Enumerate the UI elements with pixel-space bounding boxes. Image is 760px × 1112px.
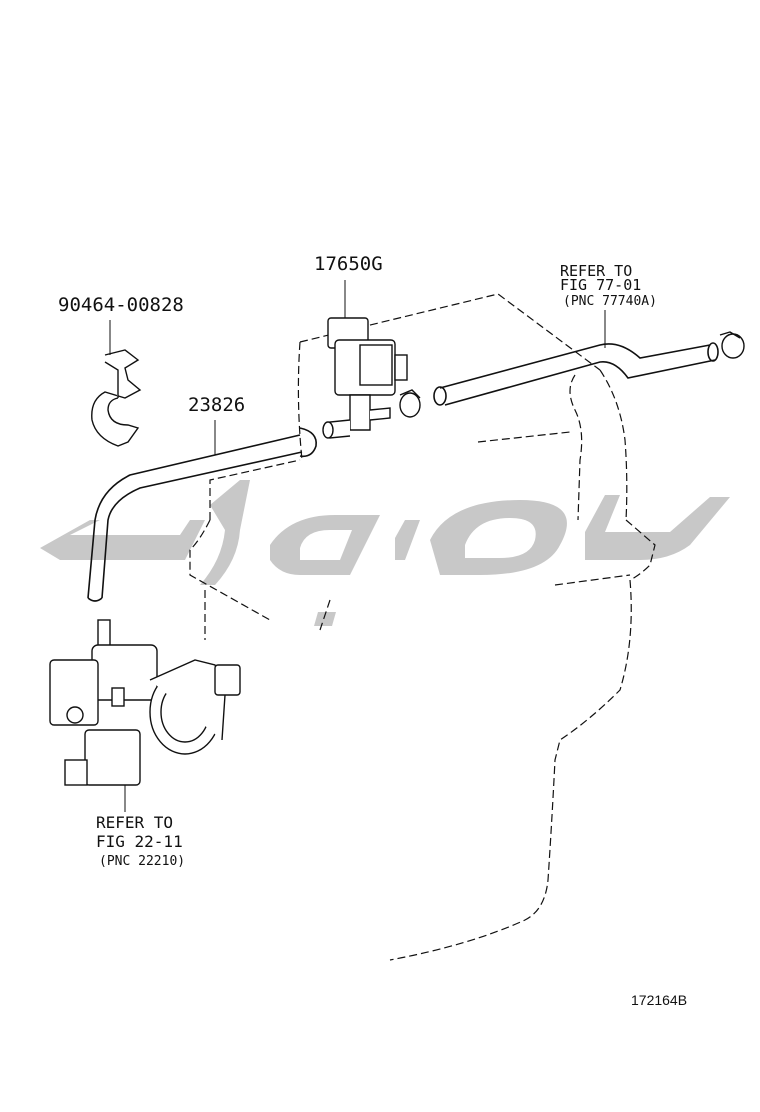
throttle-body <box>49 619 241 786</box>
refer-note-top-line2: FIG 77-01 <box>560 276 642 294</box>
part-label-90464-00828: 90464-00828 <box>58 294 184 316</box>
refer-note-bottom-line3: (PNC 22210) <box>99 854 186 869</box>
refer-note-top-line1: REFER TO <box>560 262 633 280</box>
illustration-id: 172164B <box>631 992 688 1008</box>
hose-clamps <box>399 331 745 418</box>
part-label-17650G: 17650G <box>314 253 383 275</box>
refer-note-bottom-line2: FIG 22-11 <box>96 832 183 851</box>
hose-23826 <box>87 427 317 602</box>
part-label-23826: 23826 <box>188 394 246 416</box>
leader-lines <box>109 280 606 812</box>
clip-90464-00828 <box>91 349 142 447</box>
refer-note-top-line3: (PNC 77740A) <box>563 294 657 309</box>
valve-17650G <box>322 317 408 439</box>
hose-right <box>433 342 719 406</box>
engine-outline <box>189 293 656 961</box>
refer-note-bottom-line1: REFER TO <box>96 813 174 832</box>
watermark-logo <box>40 480 730 626</box>
